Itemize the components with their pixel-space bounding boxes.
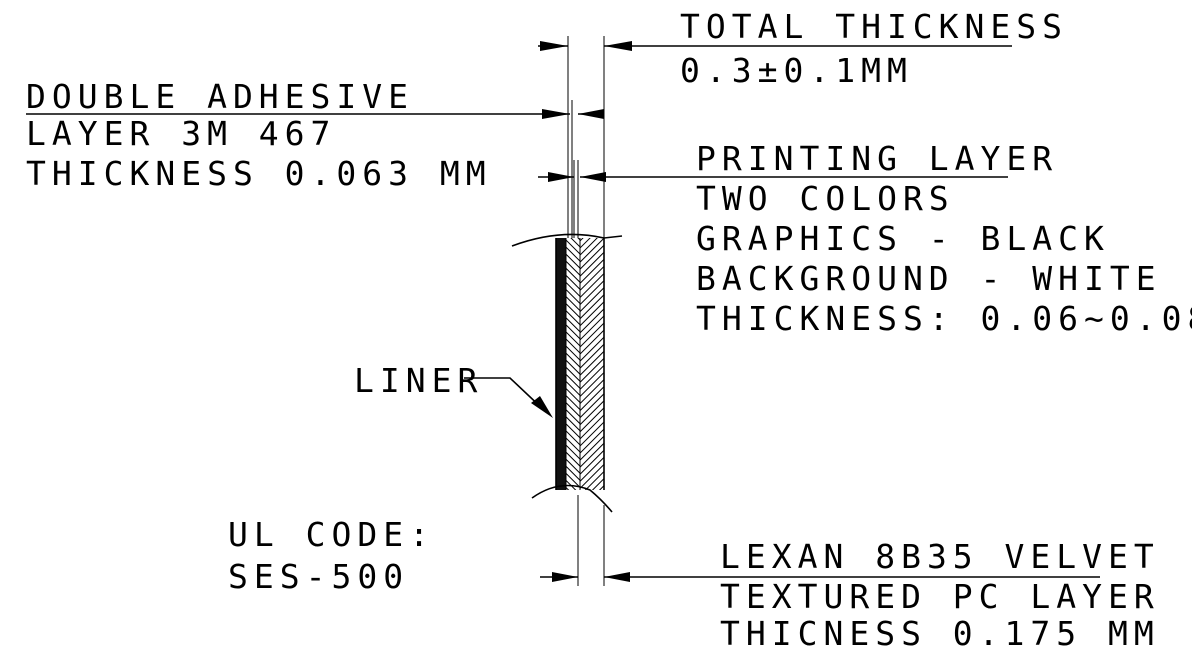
bottom-break-line — [531, 484, 613, 513]
printing-label-line2: TWO COLORS — [696, 179, 955, 218]
adhesive-label-line2: LAYER 3M 467 — [26, 114, 336, 153]
adhesive-label-line1: DOUBLE ADHESIVE — [26, 77, 414, 116]
ul-code: UL CODE: SES-500 — [228, 515, 435, 596]
printing-label-line4: BACKGROUND - WHITE — [696, 259, 1162, 298]
adhesive-layer — [566, 238, 580, 490]
total-thickness-dimension: TOTAL THICKNESS 0.3±0.1MM — [538, 7, 1068, 90]
lexan-label-line1: LEXAN 8B35 VELVET — [720, 537, 1160, 576]
adhesive-dimension: DOUBLE ADHESIVE LAYER 3M 467 THICKNESS 0… — [26, 77, 604, 193]
extension-lines — [567, 36, 605, 586]
liner-layer — [556, 238, 566, 490]
liner-leader: LINER — [354, 361, 553, 418]
adhesive-label-line3: THICKNESS 0.063 MM — [26, 154, 492, 193]
lexan-label-line3: THICNESS 0.175 MM — [720, 614, 1160, 653]
ul-code-label: UL CODE: — [228, 515, 435, 554]
printing-dimension: PRINTING LAYER TWO COLORS GRAPHICS - BLA… — [538, 139, 1192, 338]
total-thickness-value: 0.3±0.1MM — [680, 51, 913, 90]
total-thickness-title: TOTAL THICKNESS — [680, 7, 1068, 46]
printing-label-line3: GRAPHICS - BLACK — [696, 219, 1110, 258]
liner-label: LINER — [354, 361, 483, 400]
layer-stack — [511, 233, 623, 513]
printing-layer — [580, 238, 604, 490]
top-break-line — [511, 233, 623, 247]
printing-label-line1: PRINTING LAYER — [696, 139, 1058, 178]
lexan-label-line2: TEXTURED PC LAYER — [720, 577, 1160, 616]
ul-code-value: SES-500 — [228, 557, 409, 596]
lexan-dimension: LEXAN 8B35 VELVET TEXTURED PC LAYER THIC… — [540, 537, 1160, 653]
printing-label-line5: THICKNESS: 0.06~0.08MM — [696, 299, 1192, 338]
